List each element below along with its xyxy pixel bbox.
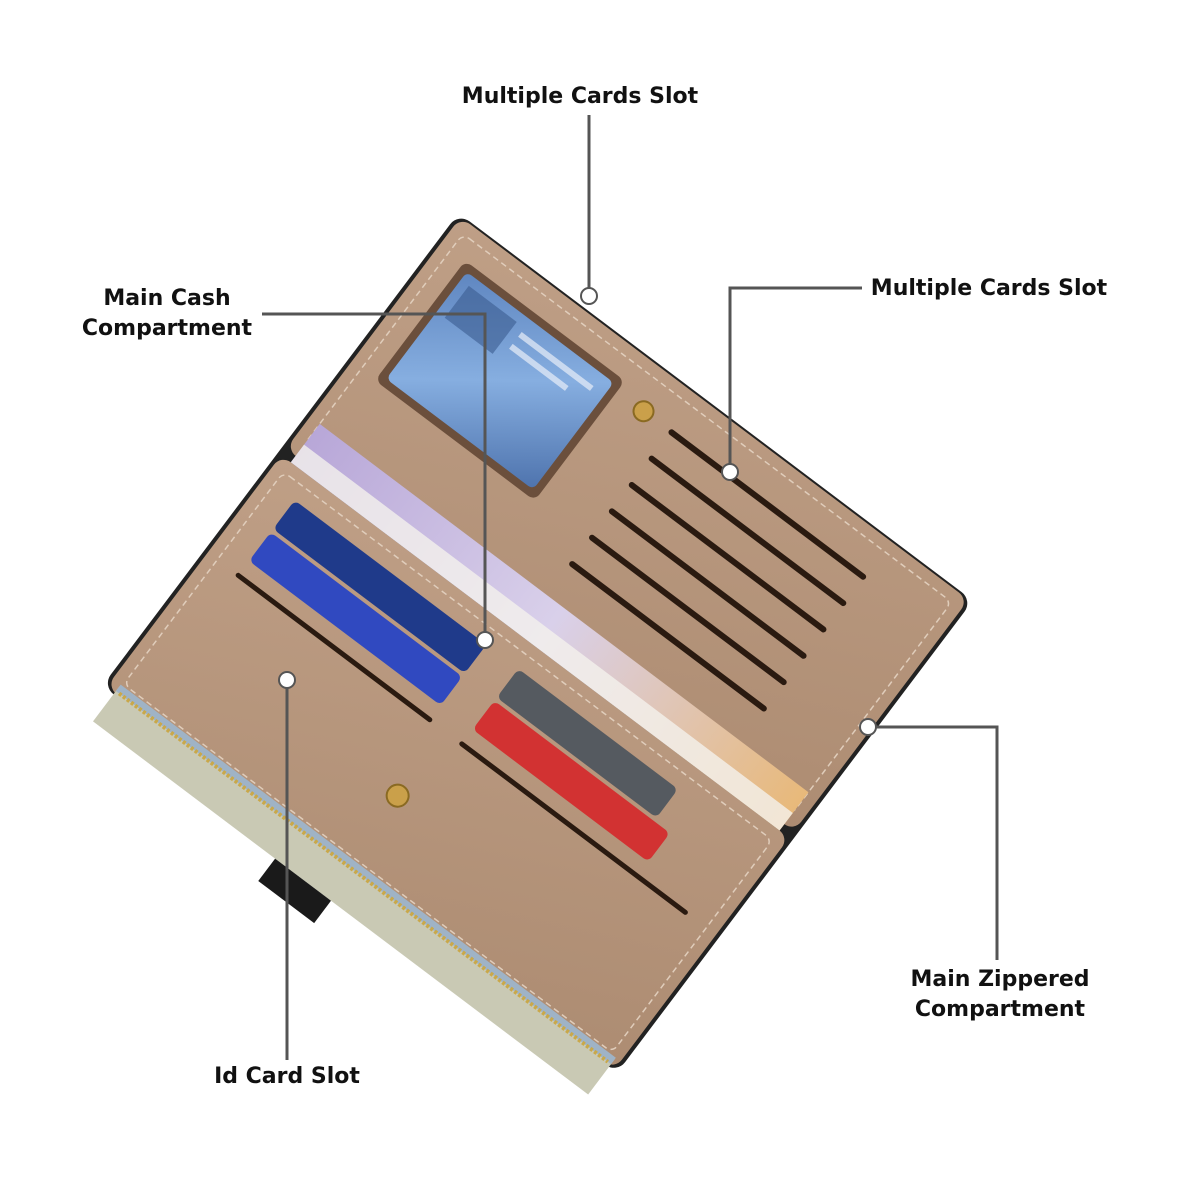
snap-button-icon: [632, 400, 655, 423]
leader-multiple-cards-right: [728, 286, 862, 472]
label-main-cash: Main Cash Compartment: [62, 284, 272, 344]
left-panel-stitch: [305, 236, 950, 813]
right-card-slots: [235, 572, 688, 915]
red-card: [474, 703, 668, 860]
label-line: Compartment: [914, 997, 1086, 1022]
callout-dot-icon: [278, 671, 296, 689]
id-card-text-line: [509, 343, 569, 391]
label-line: Multiple Cards Slot: [461, 84, 699, 109]
label-line: Multiple Cards Slot: [870, 276, 1108, 301]
label-multiple-cards-top: Multiple Cards Slot: [455, 82, 705, 112]
leader-main-zippered: [870, 725, 999, 960]
label-line: Id Card Slot: [214, 1064, 360, 1089]
right-panel: [111, 459, 785, 1065]
blue-card: [275, 502, 484, 672]
leader-main-cash: [262, 312, 487, 640]
callout-dot-icon: [580, 287, 598, 305]
id-card-text-line: [518, 331, 594, 391]
snap-button-icon: [385, 783, 410, 808]
label-id-card: Id Card Slot: [192, 1062, 382, 1092]
blue-card-2: [251, 534, 460, 703]
cash-note-white-strip: [290, 444, 793, 831]
callout-dot-icon: [859, 718, 877, 736]
right-panel-stitch: [125, 474, 770, 1051]
leader-lines: [262, 115, 999, 1060]
label-line: Main Cash: [103, 286, 231, 311]
zipper-pull-tab: [258, 858, 332, 924]
open-wallet: [93, 218, 968, 1095]
left-card-slots: [569, 429, 867, 712]
zipper-compartment-notes: [93, 686, 615, 1095]
label-multiple-cards-right: Multiple Cards Slot: [864, 274, 1114, 304]
id-card-photo: [444, 285, 517, 354]
label-line: Compartment: [81, 316, 253, 341]
callout-dots: [278, 287, 877, 736]
grey-card: [499, 671, 676, 816]
zipper-tape: [115, 684, 616, 1065]
label-main-zippered: Main Zippered Compartment: [890, 965, 1110, 1025]
label-line: Main Zippered: [910, 967, 1090, 992]
id-card-window: [388, 274, 612, 488]
callout-dot-icon: [721, 463, 739, 481]
callout-dot-icon: [476, 631, 494, 649]
zipper-teeth: [117, 691, 610, 1064]
